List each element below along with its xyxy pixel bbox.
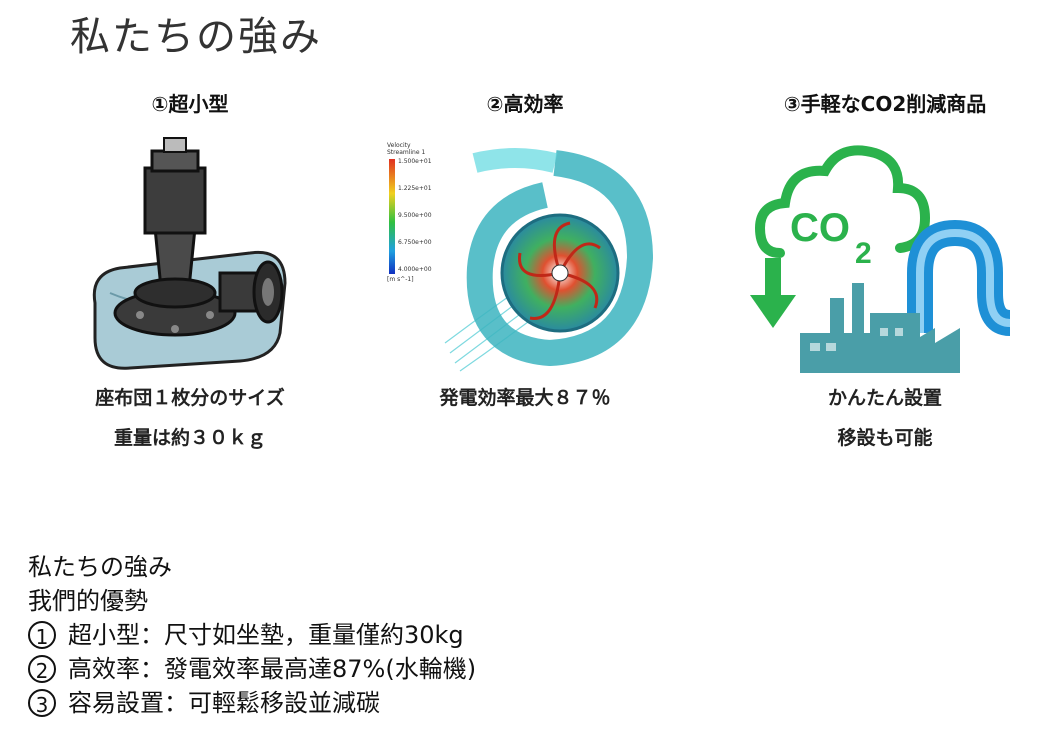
- list-item: 2 高效率：發電效率最高達87%(水輪機): [28, 652, 476, 686]
- item-text: 高效率：發電效率最高達87%(水輪機): [68, 655, 477, 683]
- item-number: 1: [28, 621, 56, 649]
- feature-caption: かんたん設置: [827, 387, 942, 409]
- notes-subtitle: 我們的優勢: [28, 587, 148, 615]
- legend-title: Velocity: [387, 142, 411, 149]
- notes-block: 私たちの強み 我們的優勢 1 超小型：尺寸如坐墊，重量僅約30kg 2 高效率：…: [28, 550, 476, 720]
- item-number: 3: [28, 689, 56, 717]
- legend-tick: 1.500e+01: [398, 158, 432, 165]
- list-item: 3 容易設置：可輕鬆移設並減碳: [28, 686, 476, 720]
- page-title: 私たちの強み: [70, 14, 322, 60]
- turbine-on-cushion-icon: [40, 128, 340, 378]
- feature-caption: 発電効率最大８７％: [439, 387, 611, 409]
- co2-reduction-icon: CO 2: [735, 128, 1035, 378]
- item-number: 2: [28, 655, 56, 683]
- feature-caption: 座布団１枚分のサイズ: [95, 387, 285, 409]
- legend-subtitle: Streamline 1: [387, 149, 425, 156]
- legend-unit: [m s^-1]: [387, 276, 414, 283]
- feature-heading: ①超小型: [151, 92, 229, 116]
- svg-text:CO: CO: [790, 206, 850, 250]
- legend-tick: 1.225e+01: [398, 185, 432, 192]
- list-item: 1 超小型：尺寸如坐墊，重量僅約30kg: [28, 618, 476, 652]
- feature-co2: ③手軽なCO2削減商品 CO 2: [735, 88, 1035, 458]
- feature-compact: ①超小型 座布団１枚分のサイズ 重量は約３０ｋｇ: [40, 88, 340, 458]
- legend-tick: 4.000e+00: [398, 266, 432, 273]
- legend-tick: 6.750e+00: [398, 239, 432, 246]
- feature-heading: ②高効率: [486, 92, 564, 116]
- notes-title: 私たちの強み: [28, 553, 172, 581]
- item-text: 超小型：尺寸如坐墊，重量僅約30kg: [68, 621, 464, 649]
- feature-heading: ③手軽なCO2削減商品: [783, 92, 987, 116]
- flow-simulation-icon: Velocity Streamline 1 1.500e+01 1.225e+0…: [375, 128, 675, 378]
- legend: Velocity Streamline 1 1.500e+01 1.225e+0…: [387, 142, 432, 283]
- feature-caption: 重量は約３０ｋｇ: [113, 427, 266, 449]
- item-text: 容易設置：可輕鬆移設並減碳: [68, 689, 380, 717]
- feature-efficiency: ②高効率 Velocity: [375, 88, 675, 418]
- feature-caption: 移設も可能: [837, 427, 933, 449]
- svg-text:2: 2: [855, 237, 872, 270]
- legend-tick: 9.500e+00: [398, 212, 432, 219]
